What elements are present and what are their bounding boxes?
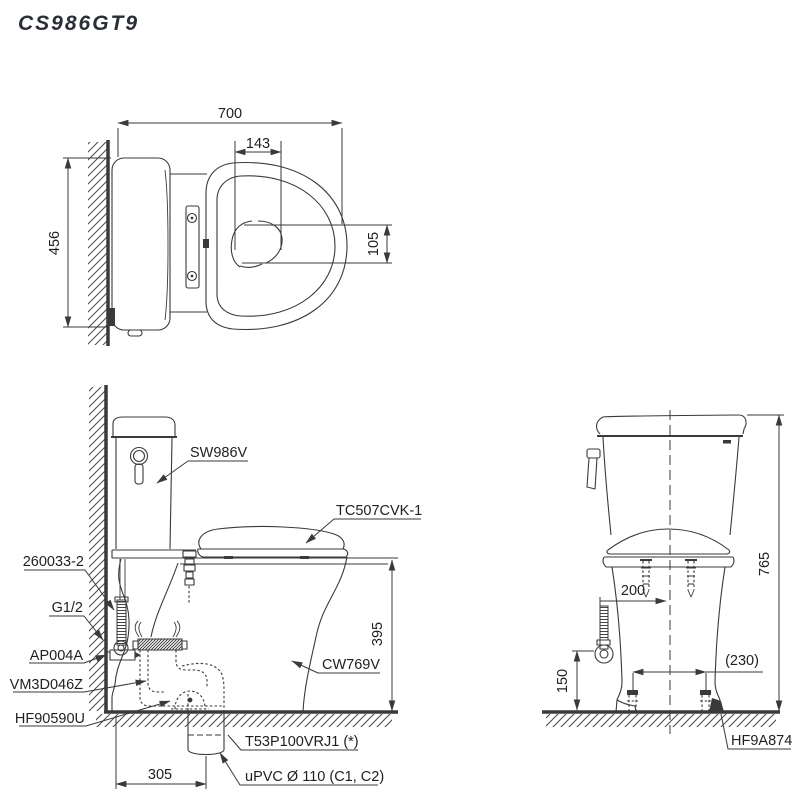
label-flange-text: VM3D046Z	[10, 677, 83, 693]
label-bolt-cap-text: HF9A874	[731, 733, 792, 749]
label-supply-thread: G1/2	[49, 600, 104, 641]
dimension-395: 395	[370, 559, 396, 712]
cistern-side	[111, 416, 196, 558]
label-connector: 260033-2	[23, 554, 115, 611]
dimension-230: (230)	[632, 653, 763, 691]
dimension-456: 456	[47, 157, 111, 328]
dimension-765: 765	[747, 414, 784, 712]
dim-143-text: 143	[246, 136, 270, 152]
label-seat-text: TC507CVK-1	[336, 503, 422, 519]
label-cistern: SW986V	[156, 445, 248, 484]
dim-230-text: (230)	[725, 653, 759, 669]
cistern-plan	[107, 157, 171, 337]
top-view: 700 143 456 105	[47, 106, 392, 346]
bowl-front	[602, 556, 735, 713]
seat-front	[606, 528, 731, 598]
dim-395-text: 395	[370, 622, 386, 646]
cistern-front	[586, 414, 747, 536]
seat-side	[182, 525, 349, 603]
side-view: 395 305 SW986V TC507CVK-1 260033-2	[10, 385, 422, 789]
label-stop-valve-text: AP004A	[30, 648, 84, 664]
dim-765-text: 765	[757, 552, 773, 576]
label-outlet-socket: T53P100VRJ1 (*)	[227, 734, 359, 751]
floor-section	[542, 710, 780, 727]
label-connector-text: 260033-2	[23, 554, 84, 570]
label-seat: TC507CVK-1	[305, 503, 422, 544]
label-stop-valve: AP004A	[29, 648, 107, 664]
dimension-143: 143	[234, 136, 282, 250]
wall-section	[88, 140, 110, 346]
label-bolt-cap: HF9A874	[720, 713, 792, 750]
dim-456-text: 456	[47, 231, 63, 255]
label-supply-thread-text: G1/2	[52, 600, 83, 616]
trap-hidden-side	[132, 620, 225, 712]
dim-305-text: 305	[148, 767, 172, 783]
dimension-200: 200	[599, 583, 667, 645]
bowl-side	[111, 556, 398, 713]
drain-pipe-side	[187, 712, 225, 756]
seat-plan	[185, 161, 348, 331]
dimension-305: 305	[115, 716, 207, 789]
floor-section	[96, 710, 398, 727]
front-view: 765 200 150 (230) HF9A874	[542, 410, 792, 750]
label-outlet-socket-text: T53P100VRJ1 (*)	[245, 734, 359, 750]
supply-assembly-front	[594, 605, 614, 664]
dim-200-text: 200	[621, 583, 645, 599]
dim-150-text: 150	[555, 669, 571, 693]
supply-assembly-side	[106, 559, 141, 661]
label-bowl: CW769V	[291, 657, 380, 674]
label-drain-pipe: uPVC Ø 110 (C1, C2)	[219, 752, 384, 786]
label-cistern-text: SW986V	[190, 445, 248, 461]
label-bolt-kit-text: HF90590U	[15, 711, 85, 727]
label-flange: VM3D046Z	[10, 677, 147, 693]
floor-bolts	[627, 690, 711, 711]
dimension-150: 150	[555, 650, 594, 711]
page-title: CS986GT9	[18, 12, 140, 35]
label-bolt-kit: HF90590U	[15, 700, 171, 727]
wall-section	[89, 385, 108, 712]
label-drain-pipe-text: uPVC Ø 110 (C1, C2)	[245, 769, 384, 785]
dim-700-text: 700	[218, 106, 242, 122]
label-bowl-text: CW769V	[322, 657, 380, 673]
water-spot-plan	[230, 220, 283, 268]
dim-105-text: 105	[366, 232, 382, 256]
seat-hinge-bolts	[640, 559, 697, 598]
dimension-700: 700	[117, 106, 343, 224]
dimension-105: 105	[242, 224, 392, 264]
